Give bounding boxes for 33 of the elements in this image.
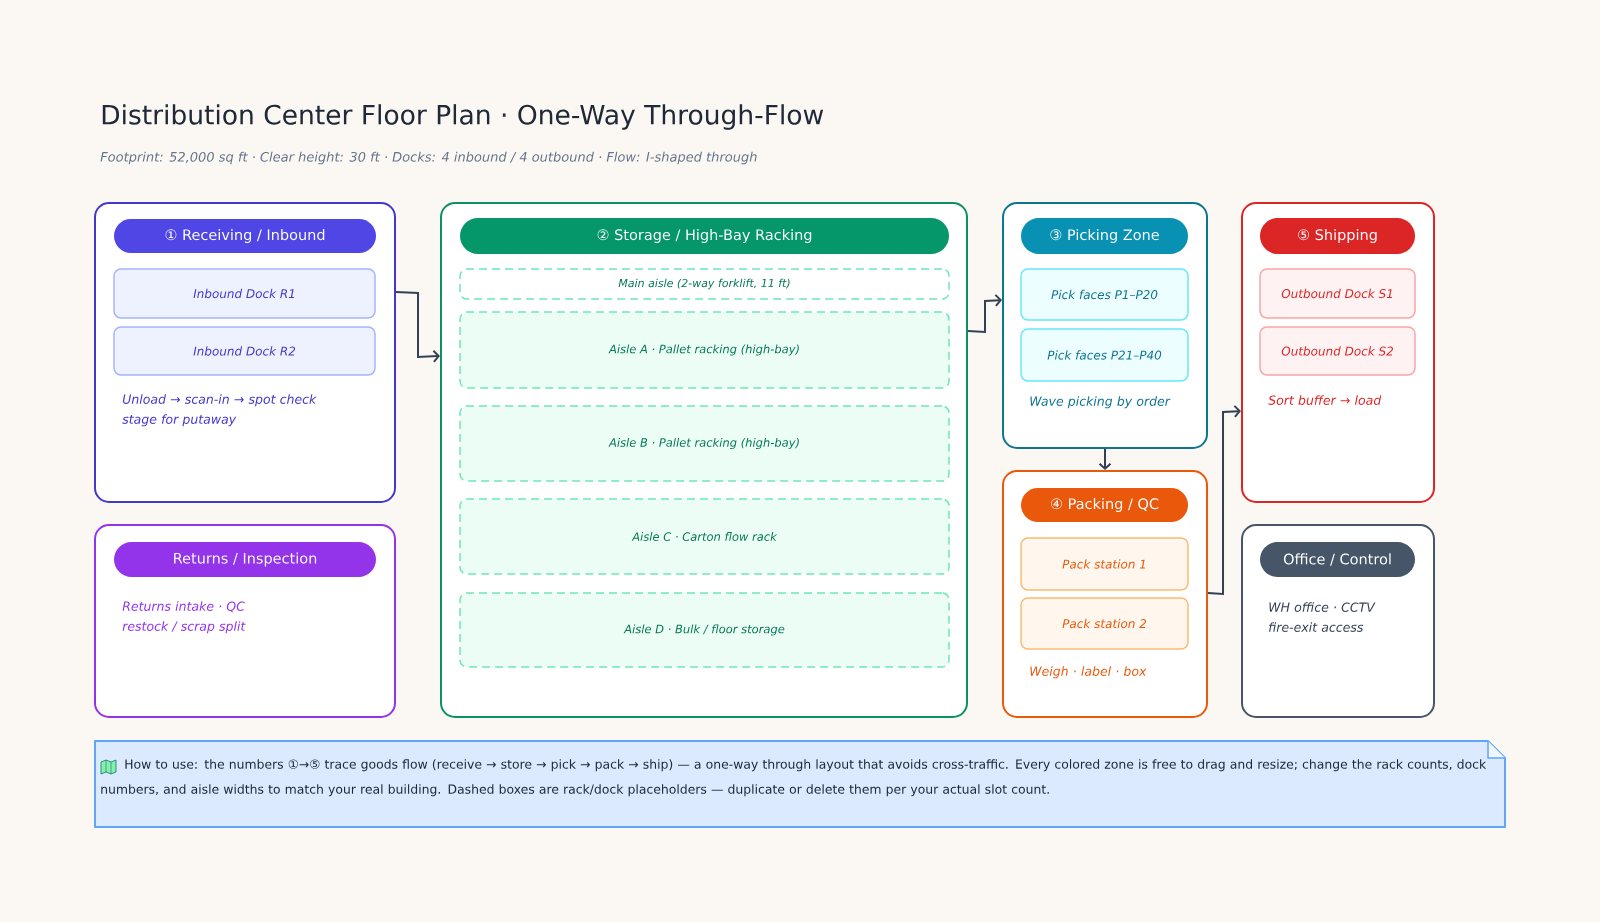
slot-box: Pack station 1 (1020, 537, 1189, 591)
slot-box: Inbound Dock R2 (113, 326, 376, 376)
slot-box: Pick faces P21–P40 (1020, 328, 1189, 382)
zone-note: Wave picking by order (1030, 396, 1171, 409)
dashed-box: Main aisle (2-way forklift, 11 ft) (459, 268, 950, 300)
dashed-box: Aisle C · Carton flow rack (459, 498, 950, 575)
dashed-box: Aisle B · Pallet racking (high-bay) (459, 405, 950, 482)
slot-box: Pick faces P1–P20 (1020, 268, 1189, 321)
flow-arrow (1207, 404, 1241, 596)
dashed-box: Aisle A · Pallet racking (high-bay) (459, 311, 950, 389)
header-pill: ③ Picking Zone (1021, 218, 1188, 254)
note-box: How to use: the numbers ①→⑤ trace goods flow (receive → store → pick → pack → ship) — a one-way through layout that avoids cross-traffic. Every colored zone is free to drag and resize; change the rack counts, dock numbers, and aisle widths to match your real building. Dashed boxes are rack/dock placeholders — duplicate or delete them per your actual slot count. (94, 740, 1506, 828)
zone-note: Weigh · label · box (1030, 666, 1147, 679)
zone-note: Returns intake · QC restock / scrap split (122, 601, 246, 634)
title: Distribution Center Floor Plan · One-Way Through-Flow (102, 104, 824, 130)
flow-arrow (1098, 448, 1112, 470)
slot-box: Outbound Dock S2 (1259, 326, 1416, 376)
header-pill: Office / Control (1260, 542, 1415, 577)
flow-arrow (967, 293, 1002, 334)
header-pill: ⑤ Shipping (1260, 218, 1415, 254)
slot-box: Inbound Dock R1 (113, 268, 376, 319)
header-pill: ④ Packing / QC (1021, 488, 1188, 522)
slot-box: Pack station 2 (1020, 597, 1189, 650)
zone-note: Sort buffer → load (1268, 395, 1382, 405)
zone-note: WH office · CCTV fire-exit access (1269, 602, 1376, 632)
header-pill: ② Storage / High-Bay Racking (460, 218, 949, 254)
zone-note: Unload → scan-in → spot check stage for putaway (122, 394, 317, 427)
flow-arrow (395, 291, 440, 363)
slot-box: Outbound Dock S1 (1259, 268, 1416, 319)
header-pill: ① Receiving / Inbound (114, 219, 376, 253)
header-pill: Returns / Inspection (114, 542, 376, 577)
subtitle: Footprint: 52,000 sq ft · Clear height: 30 ft · Docks: 4 inbound / 4 outbound · Flow: I-shaped through (100, 151, 757, 165)
dashed-box: Aisle D · Bulk / floor storage (459, 592, 950, 668)
